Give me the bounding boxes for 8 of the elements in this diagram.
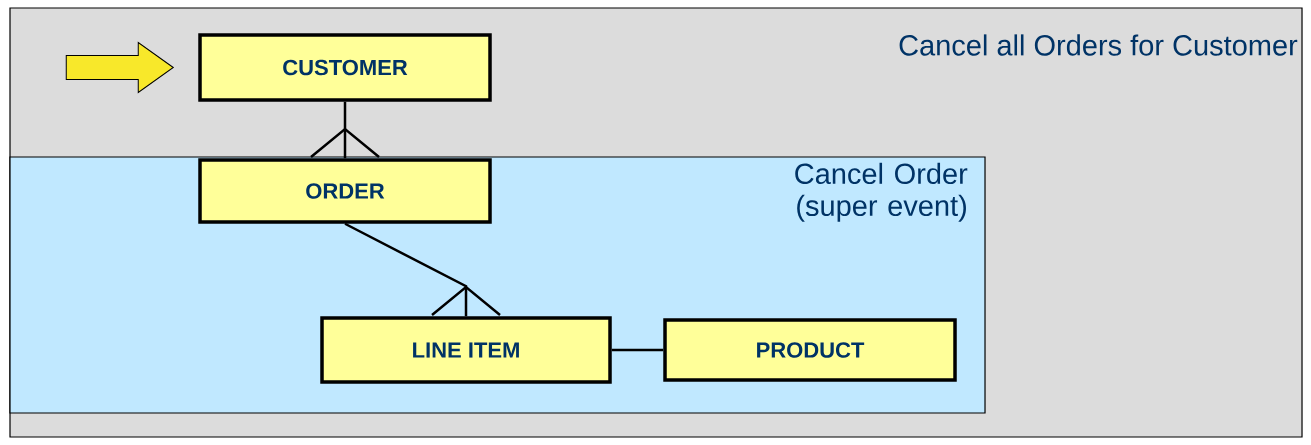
entity-box: ORDER bbox=[198, 158, 492, 224]
relationship-line bbox=[611, 348, 664, 352]
entity-box: CUSTOMER bbox=[198, 33, 492, 102]
entity-box: LINE ITEM bbox=[320, 316, 612, 384]
relationship-line bbox=[343, 222, 501, 318]
block-arrow bbox=[65, 42, 174, 93]
relationship-line bbox=[310, 100, 380, 160]
entity-box: PRODUCT bbox=[663, 318, 957, 382]
